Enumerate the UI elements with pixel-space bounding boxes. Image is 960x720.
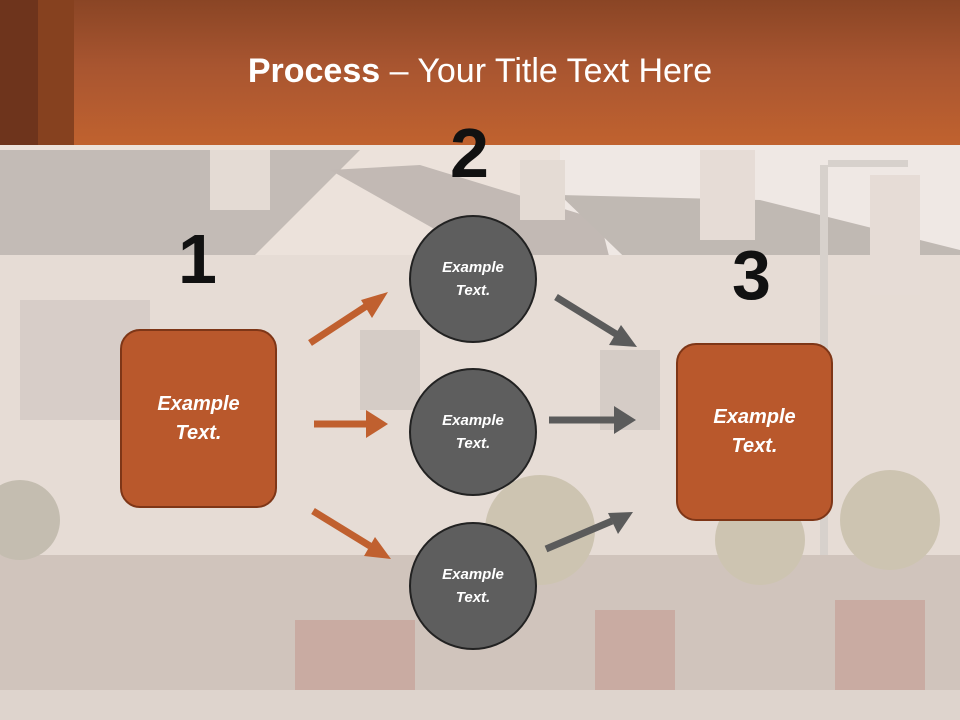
step-number-2: 2 [450, 114, 489, 192]
step-2-circle-middle: Example Text. [409, 368, 537, 496]
box-text-line: Example [157, 392, 240, 415]
box-text-line: Text. [175, 421, 222, 444]
arrow-bottom-to-right [544, 512, 633, 553]
header-stripe [38, 0, 74, 145]
circle-text-line: Text. [455, 282, 491, 299]
arrow-middle-to-right [549, 406, 636, 434]
arrow-left-to-middle [314, 410, 388, 438]
arrow-top-to-right [554, 294, 637, 347]
arrow-left-to-bottom [311, 508, 391, 559]
step-2-circle-bottom: Example Text. [409, 522, 537, 650]
title-bold: Process [247, 52, 381, 90]
title-bar [0, 0, 960, 145]
step-2-circle-top: Example Text. [409, 215, 537, 343]
box-text-line: Text. [731, 435, 778, 457]
circle-text-line: Text. [455, 435, 491, 452]
circle-text-line: Text. [455, 589, 491, 606]
step-number-1: 1 [178, 220, 217, 298]
circle-text-line: Example [442, 566, 504, 583]
step-1-box: Example Text. [120, 329, 277, 508]
title-rest: – Your Title Text Here [380, 52, 713, 90]
header-stripe [0, 0, 38, 145]
arrow-left-to-top [308, 292, 388, 346]
circle-text-line: Example [442, 259, 504, 276]
step-number-3: 3 [732, 236, 771, 314]
page-title: Process – Your Title Text Here [0, 52, 960, 91]
step-3-box: Example Text. [676, 343, 833, 521]
box-text-line: Example [713, 406, 796, 428]
circle-text-line: Example [442, 412, 504, 429]
